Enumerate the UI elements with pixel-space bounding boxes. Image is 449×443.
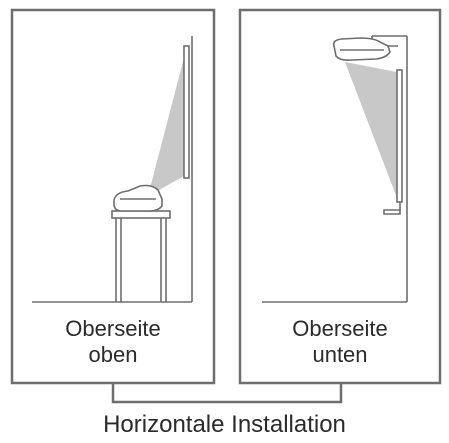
right-caption-line1: Oberseite	[292, 316, 388, 341]
right-screen	[396, 69, 403, 203]
right-projector-icon	[332, 37, 391, 61]
left-scene	[32, 36, 193, 303]
left-panel-caption: Oberseite oben	[12, 316, 214, 368]
left-projection-beam	[148, 50, 186, 196]
grouping-bracket	[111, 383, 343, 404]
left-screen	[183, 45, 190, 179]
right-panel-caption: Oberseite unten	[240, 316, 440, 368]
right-screen-base	[383, 209, 401, 215]
right-scene	[262, 35, 408, 303]
right-caption-line2: unten	[312, 342, 368, 367]
left-caption-line2: oben	[88, 342, 138, 367]
left-caption-line1: Oberseite	[65, 316, 161, 341]
right-projection-beam	[345, 62, 397, 198]
table-top	[111, 210, 171, 219]
diagram-caption: Horizontale Installation	[103, 411, 346, 438]
